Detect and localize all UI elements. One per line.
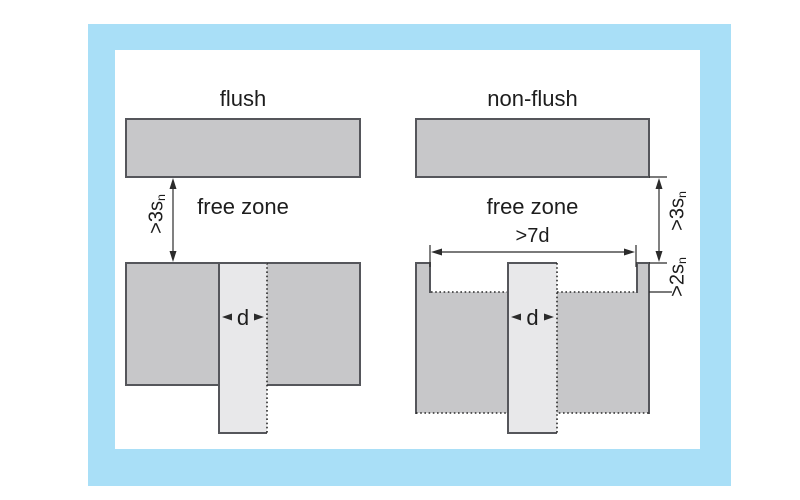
sensor-nonflush [507,262,558,434]
gap-dimension-label-flush: >3sn [145,194,169,234]
gap-dimension-label-nonflush: >3sn [666,191,690,231]
flush-title: flush [219,86,267,111]
sensor-flush [218,262,268,434]
diameter-arrows-flush [222,313,264,321]
recess-dimension-label: >2sn [666,257,690,297]
free-zone-label-nonflush: free zone [486,194,579,219]
free-zone-label-flush: free zone [197,194,289,219]
clearance-dimension-arrow [429,245,637,267]
target-plate-nonflush [415,118,650,178]
diameter-label-nonflush: d [526,305,539,330]
gap-dimension-arrow-flush [169,178,177,262]
diameter-arrows-nonflush [511,313,554,321]
gap-dimension-arrow-nonflush [649,176,667,262]
diameter-label-flush: d [236,305,250,330]
recess-dimension-ticks [649,262,672,293]
target-plate-flush [125,118,361,178]
clearance-dimension-label: >7d [515,225,550,247]
nonflush-title: non-flush [487,86,578,111]
